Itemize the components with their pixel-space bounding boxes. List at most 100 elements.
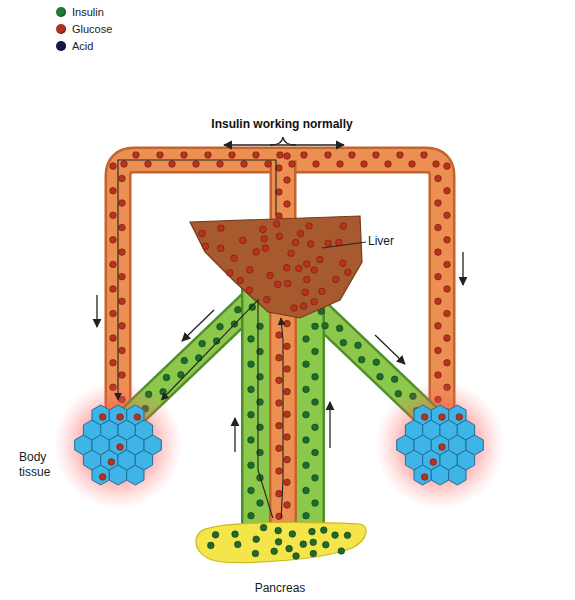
molecule-dot [252,550,259,557]
molecule-dot [119,372,126,379]
legend-row: Insulin [56,3,112,20]
molecule-dot [276,233,283,240]
molecule-dot [248,437,255,444]
molecule-dot [265,161,272,168]
molecule-dot [309,528,316,535]
molecule-dot [263,296,270,303]
molecule-dot [312,475,319,482]
blood-vessel [272,280,295,540]
molecule-dot [430,459,437,466]
molecule-dot [435,323,442,330]
flow-arrows [97,137,463,452]
molecule-dot [435,298,442,305]
molecule-dot [284,456,291,463]
molecule-dot [119,175,126,182]
part-label: Body tissue [19,450,64,480]
pancreas-organ: Pancreas [192,518,368,565]
brace [270,137,296,145]
molecule-dot [110,187,117,194]
molecule-dot [332,532,339,539]
molecule-dot [435,200,442,207]
molecule-dot [257,323,264,330]
molecule-dot [303,361,310,368]
molecule-dot [218,225,225,232]
molecule-dot [444,335,451,342]
molecule-dot [276,445,283,452]
cell-hexagon [144,435,161,455]
legend-text: Insulin [72,6,104,18]
molecule-dot [110,163,117,170]
molecule-dot [333,276,340,283]
molecule-dot [284,502,291,509]
molecule-dot [160,388,167,395]
molecule-dot [303,512,310,519]
molecule-dot [110,212,117,219]
molecule-dot [325,240,332,247]
part-label: Pancreas [192,581,368,596]
molecule-dot [409,161,416,168]
molecule-dot [237,277,244,284]
molecule-dot [276,354,283,361]
molecule-dot [373,152,380,159]
molecule-dot [249,304,256,311]
pancreas-shape [196,522,366,562]
flow-arrow [234,418,235,452]
molecule-dot [304,276,311,283]
molecule-dot [262,245,269,252]
cell-hexagon [466,435,483,455]
molecule-dot [195,355,202,362]
molecule-dot [248,462,255,469]
molecule-dot [275,281,282,288]
molecule-dot [276,513,283,520]
molecule-dot [439,444,446,451]
molecule-dot [292,239,299,246]
molecule-dot [260,226,267,233]
molecule-dot [229,152,236,159]
molecule-dot [181,357,188,364]
molecule-dot [276,189,283,196]
molecule-dot [178,372,185,379]
molecule-dot [110,261,117,268]
molecule-dot [119,273,126,280]
molecule-dot [217,161,224,168]
molecule-dot [301,152,308,159]
molecule-dot [288,250,295,257]
molecule-dot [108,459,115,466]
molecule-dot [248,411,255,418]
molecule-dot [310,550,317,557]
molecule-dot [421,414,428,421]
molecule-dot [273,221,280,228]
molecule-dot [248,336,255,343]
molecule-dot [257,475,264,482]
molecule-dot [119,298,126,305]
molecule-dot [276,422,283,429]
molecule-dot [303,261,310,268]
molecule-dot [286,545,293,552]
legend-text: Acid [72,40,93,52]
molecule-dot [248,386,255,393]
molecule-dot [320,527,327,534]
molecule-dot [284,280,291,287]
molecule-dot [344,532,351,539]
tissue-glow [376,381,504,509]
molecule-dot [169,161,176,168]
legend-row: Acid [56,37,112,54]
molecule-dot [435,273,442,280]
molecule-dot [444,187,451,194]
molecule-dot [310,539,317,546]
molecule-dot [444,237,451,244]
molecule-dot [373,359,380,366]
tissue-glow [54,381,182,509]
node-shape [190,215,362,318]
molecule-dot [119,249,126,256]
molecule-dot [231,255,238,262]
molecule-dot [300,303,307,310]
molecule-dot [377,373,384,380]
molecule-dot [284,479,291,486]
molecule-dot [291,305,298,312]
molecule-dot [241,161,248,168]
molecule-dot [312,500,319,507]
molecule-dot [276,332,283,339]
molecule-dot [312,424,319,431]
